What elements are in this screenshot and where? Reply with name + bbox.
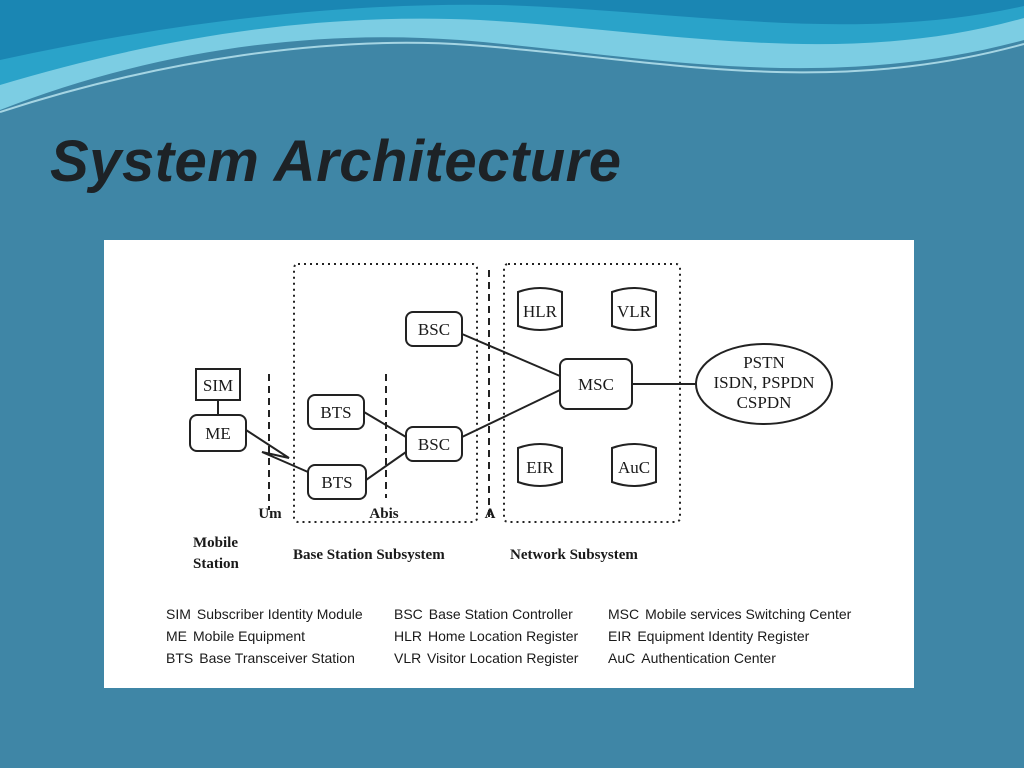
bsc-top-label: BSC <box>418 320 450 339</box>
bss-label: Base Station Subsystem <box>293 547 445 563</box>
slide-title: System Architecture <box>50 129 622 194</box>
sim-label: SIM <box>203 376 233 395</box>
wave-front <box>0 0 1024 60</box>
hlr-label: HLR <box>523 302 558 321</box>
pstn-line-3: CSPDN <box>737 393 792 412</box>
mobile-station-label-line-1: Mobile <box>193 535 238 551</box>
pstn-line-1: PSTN <box>743 353 785 372</box>
me-label: ME <box>205 424 231 443</box>
vlr-database: VLR <box>611 287 657 331</box>
hlr-database: HLR <box>517 287 563 331</box>
abis-interface-label: Abis <box>369 506 398 522</box>
vlr-label: VLR <box>617 302 652 321</box>
bts-bottom-label: BTS <box>321 473 352 492</box>
um-interface-label: Um <box>258 506 282 522</box>
bts-top-node: BTS <box>307 394 365 430</box>
a-interface-label: A <box>485 506 496 522</box>
bsc-bottom-node: BSC <box>405 426 463 462</box>
auc-database: AuC <box>611 443 657 487</box>
msc-node: MSC <box>559 358 633 410</box>
me-bts-radio-link <box>245 429 309 473</box>
bts-bottom-bsc-link <box>365 451 407 481</box>
me-node: ME <box>189 414 247 452</box>
bsc-top-node: BSC <box>405 311 463 347</box>
architecture-diagram: SIM ME BTS BTS BSC BSC HLR <box>166 263 852 666</box>
bts-top-label: BTS <box>320 403 351 422</box>
bts-top-bsc-link <box>363 411 407 438</box>
msc-label: MSC <box>578 375 614 394</box>
eir-label: EIR <box>526 458 554 477</box>
eir-database: EIR <box>517 443 563 487</box>
nss-boundary <box>503 263 681 523</box>
wave-highlight <box>0 41 1024 113</box>
pstn-line-2: ISDN, PSPDN <box>713 373 814 392</box>
bsc-bottom-label: BSC <box>418 435 450 454</box>
bss-boundary <box>293 263 478 523</box>
bsc-top-msc-link <box>461 333 561 377</box>
bsc-bottom-msc-link <box>461 389 561 438</box>
architecture-figure: SIM ME BTS BTS BSC BSC HLR <box>104 240 914 688</box>
mobile-station-label-line-2: Station <box>193 556 240 572</box>
pstn-network: PSTN ISDN, PSPDN CSPDN <box>695 343 833 425</box>
bts-bottom-node: BTS <box>307 464 367 500</box>
sim-node: SIM <box>195 368 241 401</box>
nss-label: Network Subsystem <box>510 547 638 563</box>
auc-label: AuC <box>618 458 650 477</box>
